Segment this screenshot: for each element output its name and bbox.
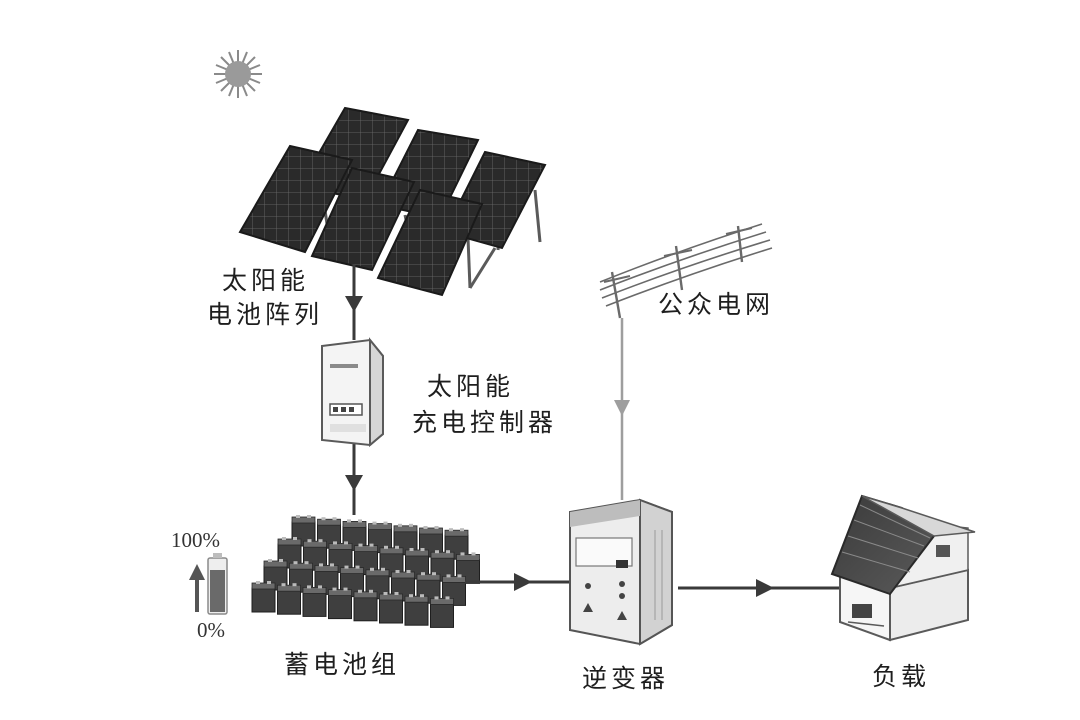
battery-level-fill: [210, 570, 225, 612]
sun-icon: [214, 50, 262, 98]
solar-panel-icon: [310, 166, 416, 272]
battery-max-label: 100%: [171, 528, 220, 552]
battery-bank-label: 蓄电池组: [284, 650, 401, 679]
solar-panel-icon: [376, 188, 484, 297]
public-grid-label: 公众电网: [658, 290, 775, 319]
flow-line-battery-to-inverter: [465, 573, 570, 591]
arrow-icon: [189, 564, 205, 580]
battery-icon: [251, 581, 276, 613]
battery-bank-icon: [251, 515, 480, 628]
flow-line-grid-to-inverter: [614, 318, 630, 500]
house-icon: [830, 494, 976, 642]
charge-controller-label-line2: 充电控制器: [412, 408, 558, 437]
battery-icon: [404, 594, 429, 626]
solar-array-label-line2: 电池阵列: [207, 300, 324, 329]
solar-array-label-line1: 太阳能: [222, 266, 310, 295]
arrow-icon: [756, 579, 774, 597]
battery-icon: [353, 589, 378, 622]
solar-array: [238, 106, 547, 297]
inverter-icon: [569, 498, 673, 646]
battery-icon: [430, 596, 454, 628]
flow-line-controller-to-battery: [345, 444, 363, 515]
flow-line-inverter-to-load: [678, 579, 840, 597]
battery-icon: [328, 587, 352, 620]
solar-panel-icon: [238, 144, 354, 254]
flow-line-array-to-controller: [345, 265, 363, 340]
battery-level-indicator: [189, 553, 228, 615]
charge-controller-icon: [321, 337, 384, 448]
battery-icon: [302, 585, 327, 617]
inverter-label: 逆变器: [582, 664, 670, 693]
battery-icon: [277, 583, 301, 615]
arrow-icon: [614, 400, 630, 416]
arrow-icon: [345, 475, 363, 491]
power-line-icon: [599, 223, 773, 319]
load-label: 负载: [872, 662, 931, 691]
battery-min-label: 0%: [197, 618, 225, 642]
battery-icon: [379, 592, 403, 624]
charge-controller-label-line1: 太阳能: [427, 372, 515, 401]
arrow-icon: [514, 573, 532, 591]
arrow-icon: [345, 296, 363, 312]
